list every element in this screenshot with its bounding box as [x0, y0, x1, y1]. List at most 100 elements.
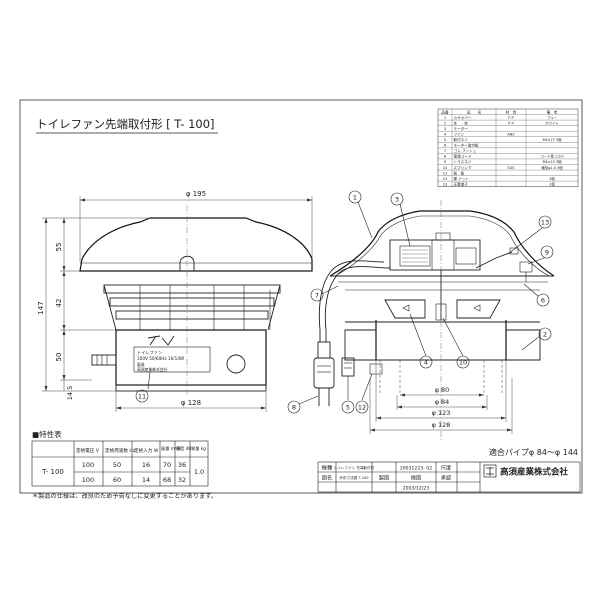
front-louvre-mid: [109, 297, 275, 307]
dim-front-base: φ 128: [181, 399, 201, 407]
title-block: 機種 トイレファン 先端取付形 20031223- 02 尺度 図名 外形寸法図…: [317, 461, 581, 493]
callout-bubble: [390, 192, 404, 206]
callout-1: 1: [353, 194, 357, 202]
section-fan: [384, 299, 426, 319]
callout-7: 7: [315, 292, 319, 300]
dim-section-d3: φ 123: [432, 409, 451, 417]
callout-bubble: [419, 355, 433, 369]
section-power-cord: [324, 266, 391, 342]
callout-bubble: [540, 245, 554, 259]
callout-bubble: [355, 400, 369, 414]
spec-cell: 68: [163, 476, 171, 484]
spec-header: 定格入力 W: [134, 447, 159, 454]
parts-remarks: 2個: [549, 181, 555, 186]
sheet-border: [19, 99, 583, 494]
parts-no: 12: [443, 177, 448, 181]
parts-no: 2: [444, 121, 446, 125]
front-cord-gland: [91, 354, 117, 366]
callout-bubble: [538, 327, 552, 341]
parts-material: ABS: [507, 132, 515, 136]
parts-no: 3: [444, 127, 446, 131]
spec-cell: 32: [178, 476, 186, 484]
front-spigot: [115, 384, 267, 392]
nameplate-line: トイレファン: [137, 350, 162, 356]
nameplate-line: 100V 50/60Hz 16/14W: [137, 356, 184, 361]
parts-no: 1: [444, 116, 446, 120]
parts-no: 7: [444, 149, 446, 153]
parts-name: 取付ネジ: [454, 137, 469, 142]
nameplate-line: 高須産業株式会社: [137, 367, 168, 372]
section-motor: [389, 239, 481, 271]
spec-cell: 36: [178, 461, 186, 469]
spec-cell: 70: [163, 461, 171, 469]
callout-8: 8: [292, 404, 296, 412]
parts-no: 9: [444, 160, 447, 164]
parts-no: 10: [443, 166, 448, 170]
parts-name: 電源コード: [454, 154, 472, 159]
tb-figure-label: 図名: [322, 474, 332, 482]
spec-cell: 14: [142, 476, 150, 484]
section-plug: [313, 357, 335, 389]
parts-no: 11: [443, 171, 448, 175]
parts-header: 備 考: [547, 109, 558, 114]
parts-no: 6: [444, 144, 447, 148]
spec-header: 質量 kg: [191, 445, 206, 452]
spec-cell: 16: [142, 461, 150, 469]
front-louvre-side-left: [103, 284, 117, 331]
parts-material: SUS: [507, 166, 515, 170]
parts-remarks: M4×27 3個: [543, 137, 562, 142]
dim-bottom-height: 14.5: [66, 386, 74, 400]
front-cap: [79, 217, 313, 272]
spec-cell: 100: [82, 461, 94, 469]
parts-remarks: 線径φ1.X 3個: [541, 165, 563, 170]
callout-bubble: [310, 288, 324, 302]
spec-cell: 100: [82, 476, 94, 484]
front-wing-nut: [226, 354, 246, 374]
callout-5: 5: [346, 404, 350, 412]
tb-approve-label: 承認: [441, 474, 452, 482]
parts-material: P P: [508, 116, 514, 120]
callout-13: 13: [541, 219, 549, 227]
nameplate-line: 製造: [137, 362, 145, 367]
callout-11: 11: [138, 393, 146, 401]
dim-section-d1: φ 80: [435, 386, 450, 394]
parts-remarks: ホワイト: [545, 120, 559, 125]
callout-3: 3: [395, 196, 399, 204]
parts-no: 4: [444, 132, 447, 136]
brand-logo: [147, 335, 175, 346]
footnote: ＊製品の仕様は、改良のため予告なしに変更することがあります。: [32, 492, 217, 500]
dim-cap-height: 55: [55, 243, 63, 252]
spec-header: 定格電圧 V: [76, 447, 100, 454]
section-plug-body: [317, 341, 331, 359]
callout-bubble: [536, 293, 550, 307]
parts-name: モーター: [454, 126, 469, 131]
front-cap-knob: [179, 255, 195, 272]
company-logo: [483, 464, 497, 478]
parts-no: 8: [444, 155, 447, 159]
callout-bubble: [538, 215, 552, 229]
parts-remarks: 3個: [549, 176, 555, 181]
parts-header: 品 名: [467, 109, 482, 114]
section-cap: [329, 210, 555, 277]
parts-material: P P: [508, 121, 514, 125]
parts-name: カサカバー: [454, 115, 472, 120]
callout-4: 4: [424, 359, 428, 367]
spec-header: 騒音 dB: [176, 445, 191, 452]
tb-check-label: 検図: [411, 474, 421, 482]
tb-model-value: トイレファン 先端取付形: [334, 465, 375, 470]
parts-remarks: ブルー: [547, 115, 558, 120]
spec-cell: 1.0: [194, 468, 204, 476]
callout-10: 10: [459, 359, 467, 367]
parts-name: 本 体: [454, 120, 469, 125]
tb-company: 高須産業株式会社: [500, 467, 569, 478]
parts-name: 蝶 ナット: [454, 176, 470, 181]
spec-header: 定格周波数 Hz: [105, 447, 136, 454]
spec-header: 風量 m³/H: [161, 445, 181, 452]
parts-name: 銘 板: [454, 170, 465, 175]
dim-section-d4: φ 128: [432, 421, 451, 429]
nameplate: [133, 346, 211, 373]
tb-scale-label: 尺度: [441, 464, 451, 472]
callout-bubble: [135, 389, 149, 403]
spec-heading: ■特性表: [32, 429, 62, 439]
